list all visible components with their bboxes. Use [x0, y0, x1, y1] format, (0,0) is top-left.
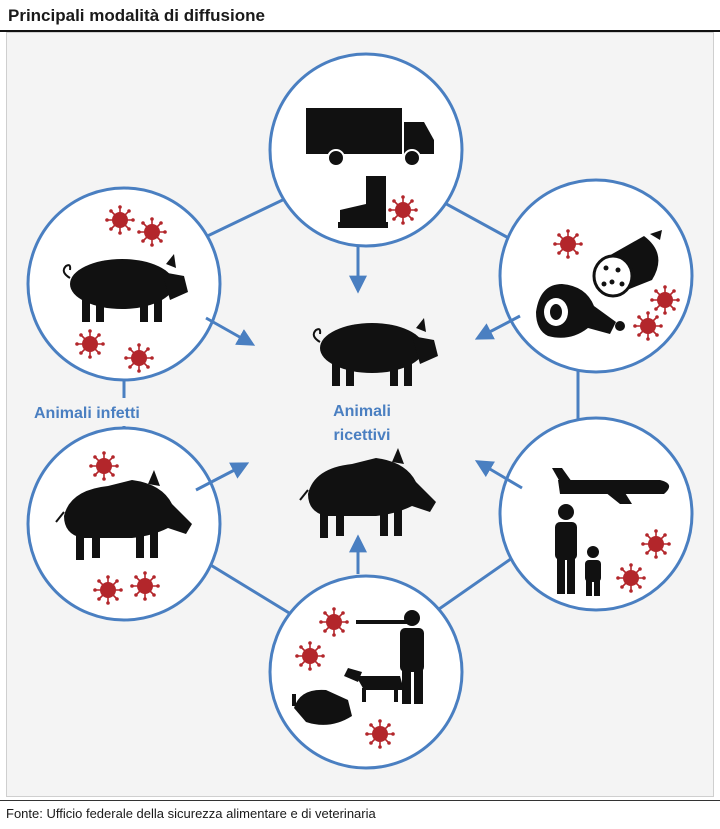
- title-rule: [0, 30, 720, 32]
- arrow-travellers: [474, 460, 523, 490]
- circle-infected-pig: [26, 186, 222, 382]
- receptive-pig: [312, 317, 439, 387]
- child-person-icon: [585, 546, 601, 596]
- receptive-wild-boar: [299, 447, 437, 539]
- circle-transport: [268, 52, 464, 248]
- arrow-meat-products: [474, 314, 521, 340]
- circle-hunting: [268, 574, 464, 770]
- pig-icon: [312, 317, 439, 387]
- circle-meat-products: [498, 178, 694, 374]
- truck-icon: [306, 108, 434, 167]
- label-receptive-line1: Animali: [333, 403, 391, 420]
- circle-infected-boar: [26, 426, 222, 622]
- dog-icon: [344, 668, 404, 702]
- ham-icon: [536, 284, 625, 338]
- airplane-icon: [552, 468, 670, 504]
- boot-icon: [338, 176, 388, 228]
- salami-icon: [592, 230, 662, 298]
- label-infected: Animali infetti: [34, 405, 140, 422]
- arrow-infected-boar: [195, 462, 250, 492]
- arrow-infected-pig: [205, 316, 256, 346]
- arrows: [195, 246, 523, 574]
- label-receptive-line2: ricettivi: [334, 427, 391, 444]
- page-title: Principali modalità di diffusione: [8, 6, 265, 25]
- adult-person-icon: [555, 504, 577, 594]
- dead-boar-icon: [292, 689, 352, 725]
- source-note: Fonte: Ufficio federale della sicurezza …: [6, 806, 376, 821]
- infected-label-bg: [28, 398, 162, 426]
- source-rule: [0, 800, 720, 801]
- hunter-icon: [356, 610, 424, 704]
- wild-boar-icon: [299, 447, 437, 539]
- circle-travellers: [498, 416, 694, 612]
